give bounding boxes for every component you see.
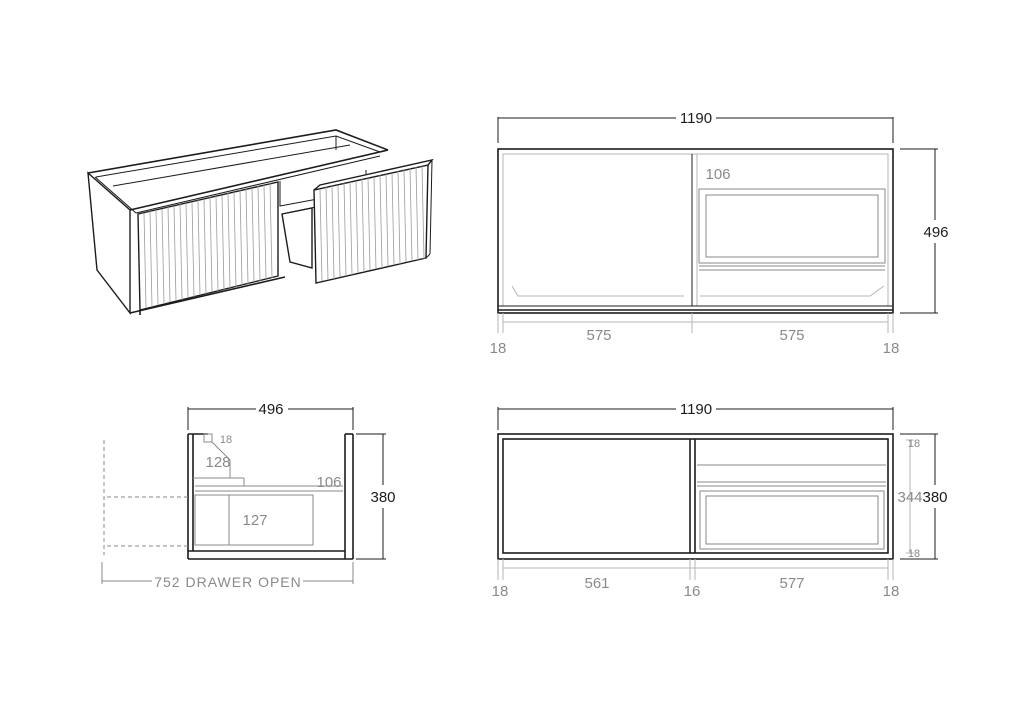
front-width-label: 1190 bbox=[680, 110, 712, 127]
plan-top-panel-label: 18 bbox=[908, 438, 920, 450]
side-upper-gap-label: 128 bbox=[205, 454, 230, 471]
front-right-edge-label: 18 bbox=[883, 340, 900, 357]
drawer-open-label: 752 DRAWER OPEN bbox=[154, 574, 302, 590]
plan-left-edge-label: 18 bbox=[492, 583, 509, 600]
side-height-label: 380 bbox=[370, 489, 395, 506]
front-outline bbox=[497, 148, 894, 314]
front-left-edge-label: 18 bbox=[490, 340, 507, 357]
plan-view: 1190 380 18 344 18 18 561 bbox=[492, 401, 948, 600]
plan-divider-label: 16 bbox=[684, 583, 701, 600]
front-height-label: 496 bbox=[923, 224, 948, 241]
plan-inner-height-label: 344 bbox=[897, 489, 922, 506]
plan-bottom-panel-label: 18 bbox=[908, 548, 920, 560]
drawer-box bbox=[281, 207, 313, 269]
left-door bbox=[137, 181, 279, 311]
side-top-thickness-label: 18 bbox=[220, 434, 232, 446]
plan-right-bay-label: 577 bbox=[779, 575, 804, 592]
front-view: 1190 496 106 18 575 575 18 bbox=[490, 110, 949, 357]
front-drawer bbox=[698, 188, 886, 264]
drawer-fluting bbox=[319, 165, 425, 282]
plan-left-bay-label: 561 bbox=[584, 575, 609, 592]
plan-right-edge-label: 18 bbox=[883, 583, 900, 600]
plan-width-label: 1190 bbox=[680, 401, 712, 418]
side-depth-label: 496 bbox=[258, 401, 283, 418]
front-left-bay-label: 575 bbox=[586, 327, 611, 344]
side-shelf-depth-label: 106 bbox=[316, 474, 341, 491]
plan-height-label: 380 bbox=[922, 489, 947, 506]
isometric-view bbox=[87, 129, 434, 316]
front-right-bay-label: 575 bbox=[779, 327, 804, 344]
left-door-fluting bbox=[143, 182, 273, 309]
side-drawer-height-label: 127 bbox=[242, 512, 267, 529]
side-view: 496 380 18 128 106 127 bbox=[101, 401, 396, 590]
side-drawer bbox=[194, 494, 314, 546]
front-inner-dim-label: 106 bbox=[705, 166, 730, 183]
plan-drawer bbox=[699, 490, 885, 550]
